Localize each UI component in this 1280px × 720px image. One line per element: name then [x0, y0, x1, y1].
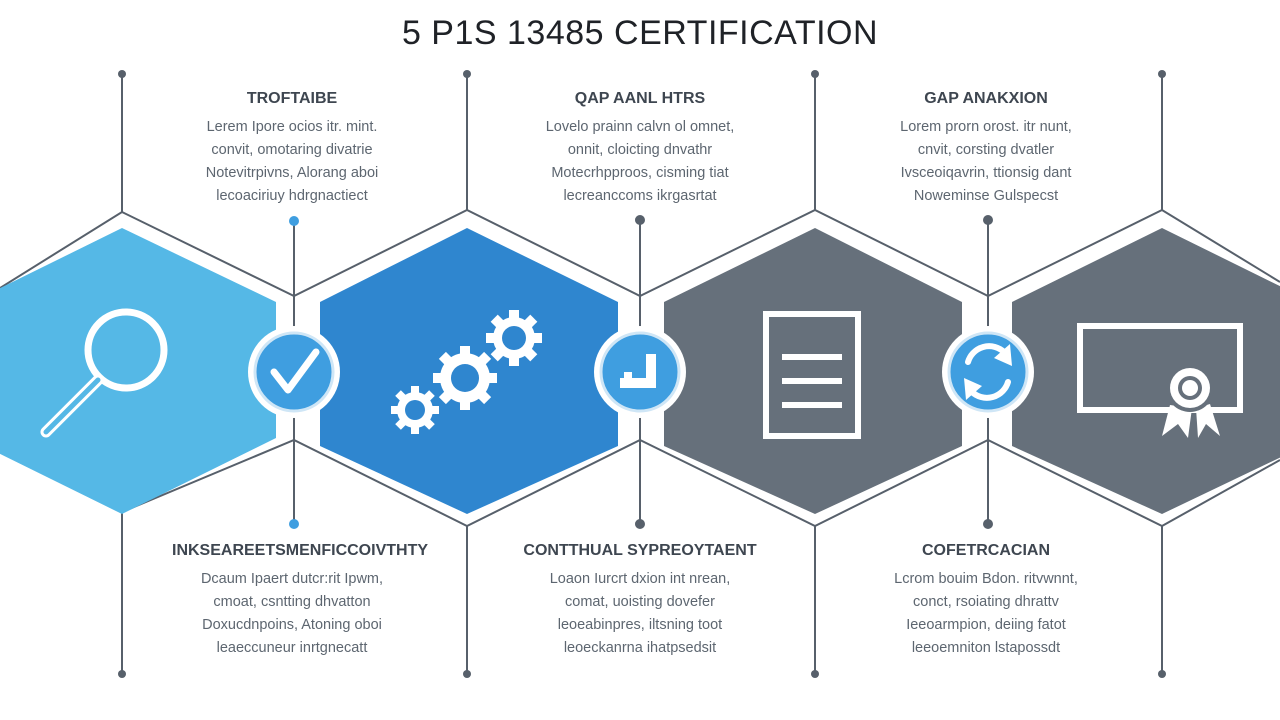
- step-description: Lerem Ipore ocios itr. mint. convit, omo…: [172, 116, 412, 208]
- step-heading: CONTTHUAL SYPREOYTAENT: [523, 542, 757, 559]
- step-heading: INKSEAREETSMENFICCOIVTHTY: [172, 542, 429, 559]
- step-heading: GAP ANAKXION: [924, 90, 1048, 107]
- sync-arrows-icon: [964, 343, 1012, 401]
- step-description: Lcrom bouim Bdon. ritvwnnt, conct, rsoia…: [866, 568, 1106, 660]
- description-line: leeoemniton lstapossdt: [911, 640, 1061, 656]
- description-line: leaeccuneur inrtgnecatt: [216, 640, 368, 656]
- chart-icon: [620, 354, 656, 388]
- description-line: cmoat, csntting dhvatton: [213, 594, 371, 610]
- step-heading: QAP AANL HTRS: [574, 90, 706, 107]
- magnifier-icon: [40, 308, 168, 438]
- document-icon: [763, 311, 861, 439]
- step-3-top-text: GAP ANAKXION Lorem prorn orost. itr nunt…: [866, 90, 1106, 208]
- description-line: Ivsceoiqavrin, ttionsig dant: [900, 165, 1072, 181]
- hexagon-step-3: [664, 228, 962, 514]
- certificate-icon: [1077, 323, 1243, 438]
- description-line: onnit, cloicting dnvathr: [567, 142, 713, 158]
- connector-badge-1: [248, 326, 340, 418]
- step-3-bottom-text: COFETRCACIAN Lcrom bouim Bdon. ritvwnnt,…: [866, 542, 1106, 660]
- description-line: Doxucdnpoins, Atoning oboi: [202, 617, 382, 633]
- step-description: Lorem prorn orost. itr nunt, cnvit, cors…: [866, 116, 1106, 208]
- description-line: Lovelo prainn calvn ol omnet,: [545, 119, 735, 135]
- connector-badge-3: [942, 326, 1034, 418]
- description-line: Ieeoarmpion, deiing fatot: [906, 617, 1066, 633]
- checkmark-icon: [270, 348, 320, 394]
- description-line: leoeckanrna ihatpsedsit: [563, 640, 717, 656]
- hexagon-step-4: [1012, 228, 1280, 514]
- connector-blue-dots: [289, 216, 299, 529]
- description-line: Noweminse Gulspecst: [913, 188, 1059, 204]
- step-description: Dcaum Ipaert dutcr:rit Ipwm, cmoat, csnt…: [172, 568, 412, 660]
- step-2-bottom-text: CONTTHUAL SYPREOYTAENT Loaon Iurcrt dxio…: [520, 542, 760, 660]
- hexagon-step-1: [0, 228, 276, 514]
- description-line: Notevitrpivns, Alorang aboi: [205, 165, 379, 181]
- step-heading: COFETRCACIAN: [922, 542, 1050, 559]
- description-line: Lerem Ipore ocios itr. mint.: [206, 119, 378, 135]
- description-line: Lorem prorn orost. itr nunt,: [900, 119, 1072, 135]
- description-line: Loaon Iurcrt dxion int nrean,: [549, 571, 731, 587]
- description-line: lecoaciriuy hdrgnactiect: [216, 188, 368, 204]
- page-title: 5 P1S 13485 CERTIFICATION: [401, 14, 879, 52]
- description-line: lecreanccoms ikrgasrtat: [563, 188, 717, 204]
- description-line: conct, rsoiating dhrattv: [913, 594, 1059, 610]
- step-description: Lovelo prainn calvn ol omnet, onnit, clo…: [520, 116, 760, 208]
- description-line: leoeabinpres, iltsning toot: [557, 617, 723, 633]
- frame-end-dots: [118, 70, 1166, 678]
- step-description: Loaon Iurcrt dxion int nrean, comat, uoi…: [520, 568, 760, 660]
- description-line: Lcrom bouim Bdon. ritvwnnt,: [894, 571, 1078, 587]
- step-heading: TROFTAIBE: [246, 90, 338, 107]
- gears-icon: [391, 310, 542, 434]
- connector-badge-2: [594, 326, 686, 418]
- description-line: Motecrhpproos, cisming tiat: [551, 165, 729, 181]
- description-line: cnvit, corsting dvatler: [917, 142, 1055, 158]
- step-1-top-text: TROFTAIBE Lerem Ipore ocios itr. mint. c…: [172, 90, 412, 208]
- step-1-bottom-text: INKSEAREETSMENFICCOIVTHTY Dcaum Ipaert d…: [172, 542, 429, 660]
- description-line: Dcaum Ipaert dutcr:rit Ipwm,: [200, 571, 384, 587]
- description-line: comat, uoisting dovefer: [565, 594, 715, 610]
- description-line: convit, omotaring divatrie: [211, 142, 373, 158]
- step-2-top-text: QAP AANL HTRS Lovelo prainn calvn ol omn…: [520, 90, 760, 208]
